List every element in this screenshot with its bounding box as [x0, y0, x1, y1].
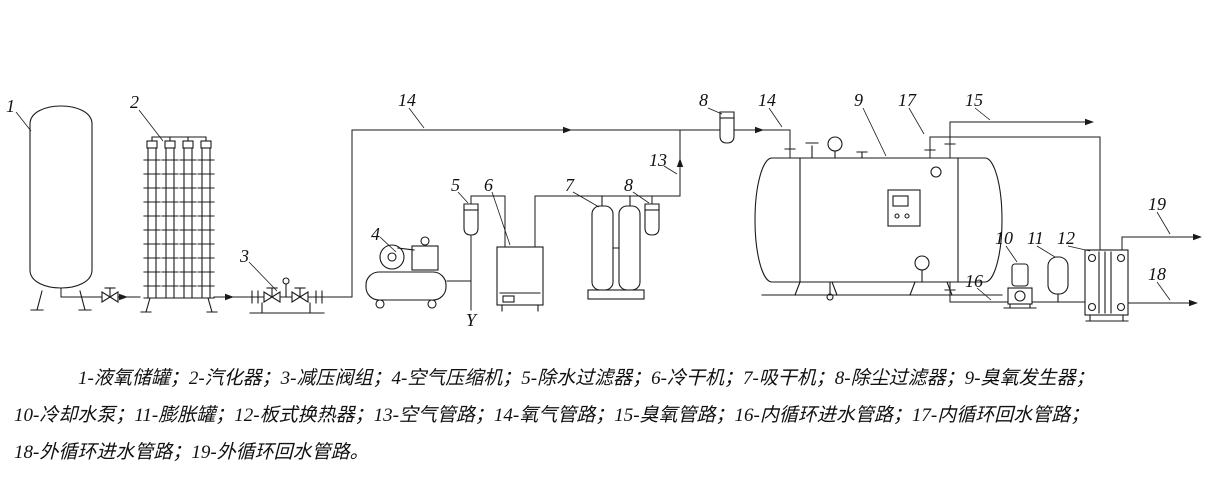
callout-12: 12 [1057, 228, 1075, 248]
callout-7: 7 [565, 175, 575, 195]
callout-14-right: 14 [758, 90, 776, 110]
liquid-oxygen-tank [29, 105, 93, 311]
callout-18: 18 [1148, 264, 1166, 284]
callout-16: 16 [965, 271, 983, 291]
callout-6: 6 [484, 175, 493, 195]
plate-heat-exchanger [1084, 249, 1129, 322]
dust-filter-inline [644, 195, 660, 236]
pressure-reducing-valve-group [249, 277, 325, 314]
dust-filter-top [719, 111, 735, 144]
air-pipeline [446, 129, 681, 311]
callout-2: 2 [130, 92, 139, 112]
ozone-pipeline [949, 121, 1089, 159]
external-circulation-return-pipeline [1121, 236, 1197, 251]
control-panel [887, 189, 921, 227]
callout-17: 17 [898, 90, 917, 110]
flow-arrows [119, 118, 1202, 307]
filter-cartridge-icon [644, 203, 660, 236]
flow-arrow-icon [676, 158, 684, 167]
leader-lines [15, 107, 1171, 301]
vaporizer [140, 136, 218, 313]
legend-line-3: 18-外循环进水管路；19-外循环回水管路。 [14, 442, 369, 463]
flow-arrow-icon [119, 293, 128, 301]
adsorption-air-dryer [587, 195, 645, 300]
filter-cartridge-icon [719, 111, 735, 144]
flow-arrow-icon [1085, 118, 1094, 126]
callout-5: 5 [451, 175, 460, 195]
legend: 1-液氧储罐；2-汽化器；3-减压阀组；4-空气压缩机；5-除水过滤器；6-冷干… [14, 360, 1210, 471]
callout-11: 11 [1027, 228, 1044, 248]
callout-10: 10 [995, 228, 1013, 248]
callout-15: 15 [965, 90, 983, 110]
water-removal-filter [463, 203, 479, 236]
reducing-valve-icon [263, 287, 281, 303]
callout-8-top: 8 [699, 90, 708, 110]
legend-line-1: 1-液氧储罐；2-汽化器；3-减压阀组；4-空气压缩机；5-除水过滤器；6-冷干… [78, 368, 1095, 389]
panel-screen [892, 195, 909, 207]
pipelines [60, 121, 1197, 311]
schematic-canvas: 1 2 3 4 5 6 7 8 8 9 10 11 12 13 14 14 15… [6, 90, 1202, 330]
internal-circulation-return-pipeline [929, 136, 1101, 251]
callout-9: 9 [854, 90, 863, 110]
filter-cartridge-icon [463, 203, 479, 236]
callout-labels: 1 2 3 4 5 6 7 8 8 9 10 11 12 13 14 14 15… [6, 90, 1166, 330]
callout-13: 13 [649, 150, 667, 170]
ozone-generator [754, 136, 1003, 301]
flow-arrow-icon [755, 126, 764, 134]
callout-19: 19 [1148, 194, 1166, 214]
tank-outlet-valve-icon [101, 287, 119, 303]
legend-line-2: 10-冷却水泵；11-膨胀罐；12-板式换热器；13-空气管路；14-氧气管路；… [14, 405, 1090, 426]
flow-arrow-icon [1189, 299, 1198, 307]
refrigerated-air-dryer [496, 246, 544, 312]
callout-8-inline: 8 [624, 175, 633, 195]
callout-3: 3 [239, 246, 249, 266]
callout-14-left: 14 [398, 90, 416, 110]
flow-arrow-icon [225, 293, 234, 301]
air-compressor [365, 236, 447, 309]
reducing-valve-icon [291, 287, 309, 303]
cooling-water-pump [1003, 263, 1037, 309]
flow-arrow-icon [563, 126, 572, 134]
flow-arrow-icon [1193, 233, 1202, 241]
drain-mark: Y [466, 310, 478, 330]
callout-4: 4 [371, 224, 380, 244]
callout-1: 1 [6, 96, 15, 116]
expansion-tank [1047, 256, 1069, 303]
